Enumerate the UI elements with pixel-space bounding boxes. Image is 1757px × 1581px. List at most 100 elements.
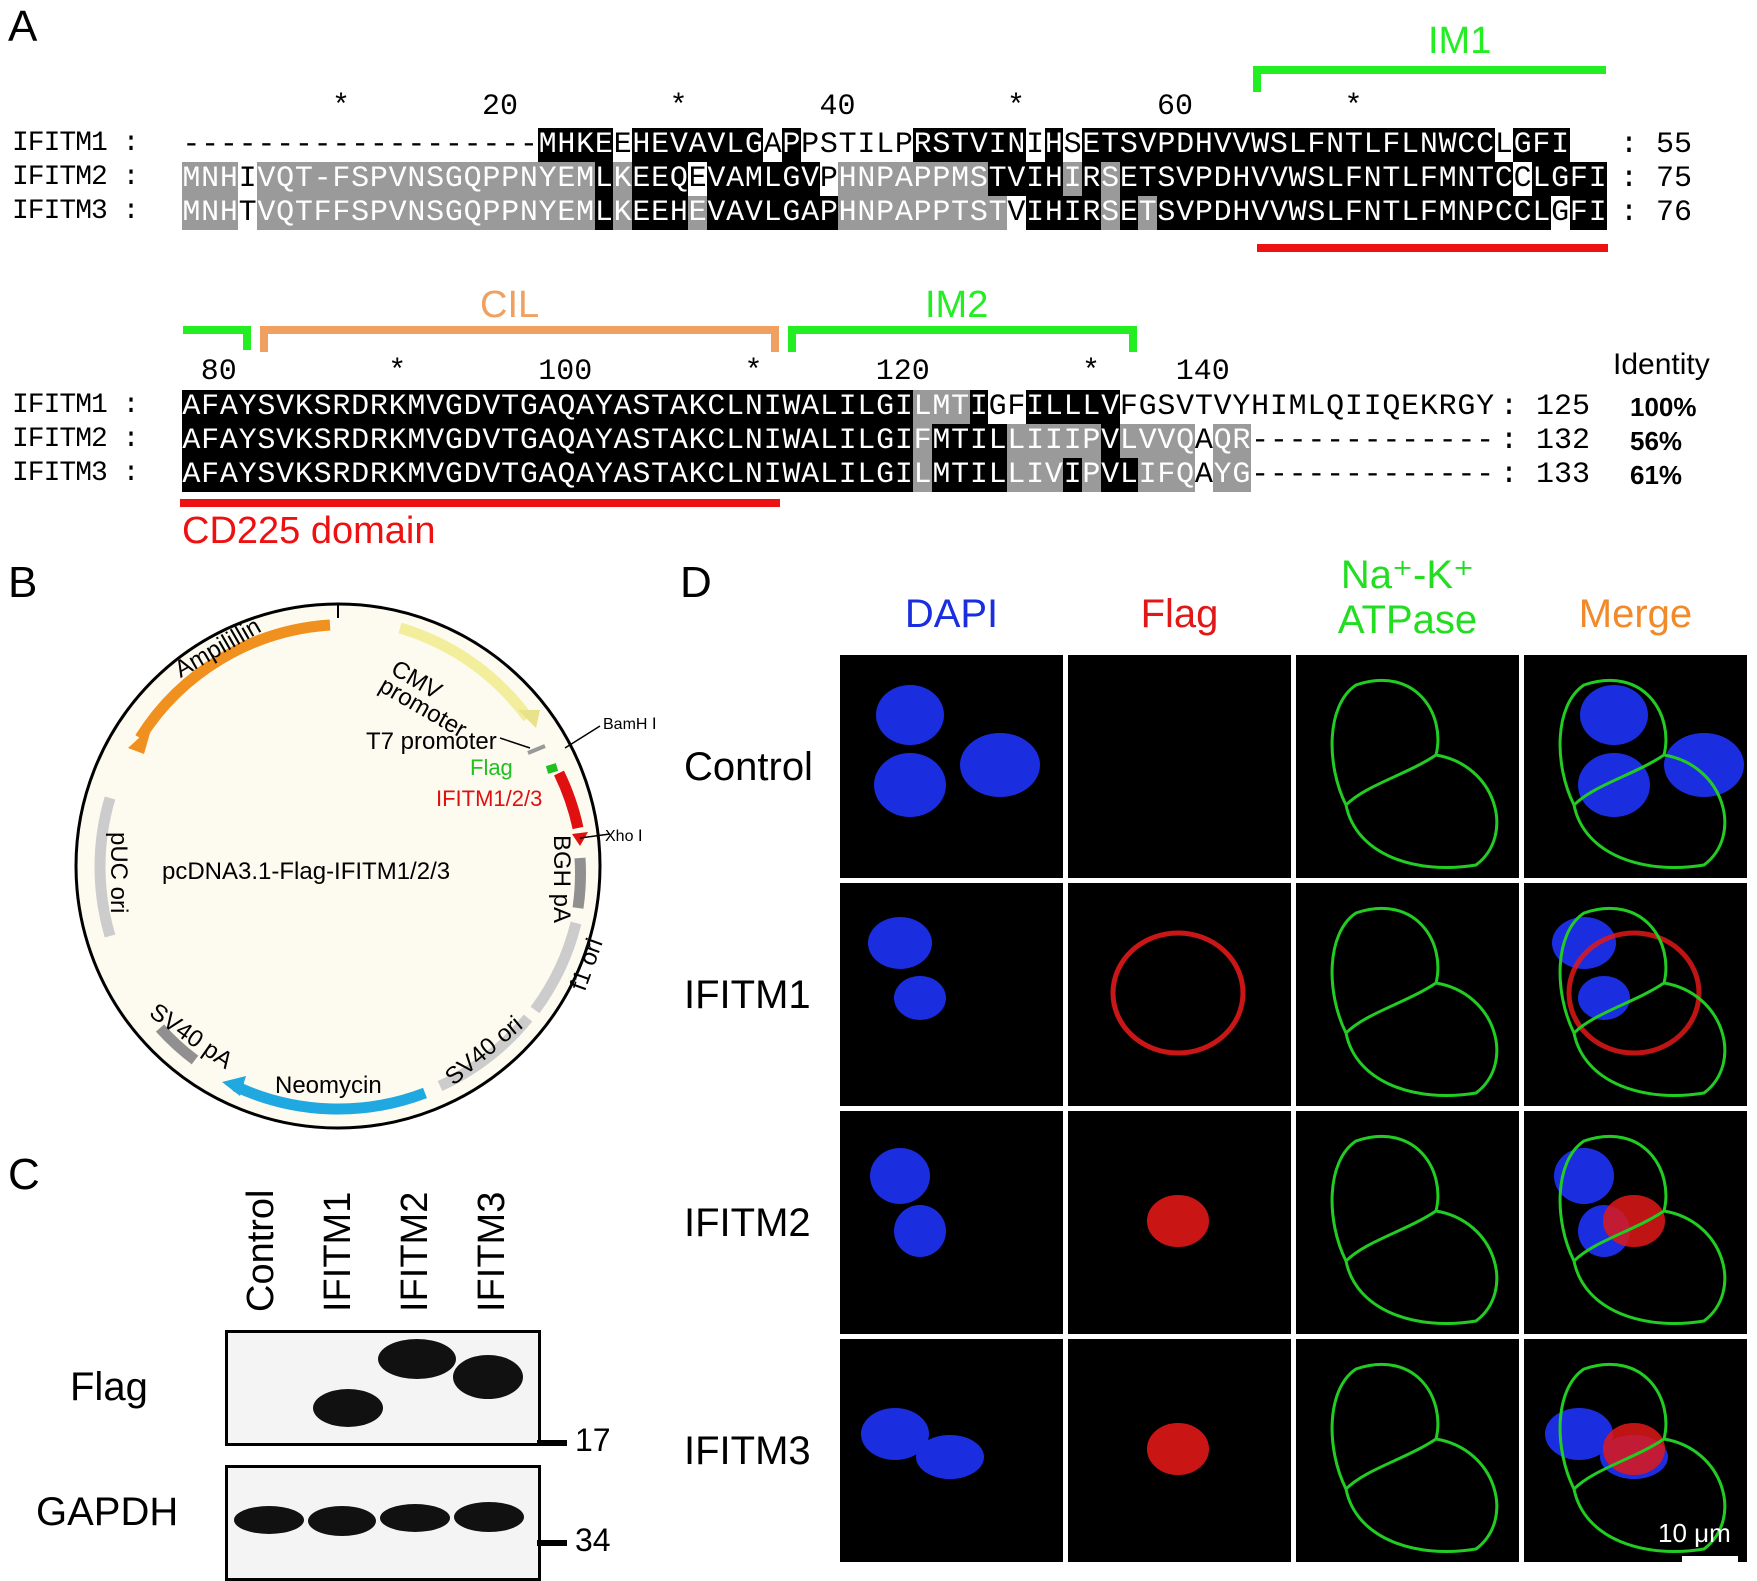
channel-label: DAPI [904,592,999,636]
micrograph-panel [1524,1339,1747,1562]
ifitm-label: IFITM1/2/3 [436,786,543,811]
ruler-mark: 20 [482,90,519,124]
sequence-name: IFITM2 : [12,162,139,193]
sequence-end-number: : 75 [1620,162,1693,196]
t7-label: T7 promoter [366,728,497,755]
identity-value: 61% [1630,460,1683,490]
t7-mark [527,744,546,755]
lane-label: IFITM3 [471,1191,513,1312]
plasmid-name: pcDNA3.1-Flag-IFITM1/2/3 [162,858,451,885]
micrograph-panel [1296,1111,1519,1334]
bamh-leader [564,725,601,749]
sequence-end-number: : 55 [1620,128,1693,162]
puc-label: pUC ori [105,832,132,914]
ruler-mark: * [1082,355,1101,389]
micrograph-panel [840,883,1063,1106]
im2-bracket [788,326,1137,352]
domain-brackets [180,66,1608,507]
channel-label: Flag [1140,592,1219,636]
identity-value: 56% [1630,426,1683,456]
ifitm-arc [554,770,584,830]
plasmid-map [74,602,611,1130]
micrograph-panel [1524,1111,1747,1334]
micrograph-panel [840,1339,1063,1562]
neomycin-arc [232,1081,427,1115]
cil-label: CIL [480,284,540,326]
sequence-name: IFITM1 : [12,128,139,159]
cd225-label: CD225 domain [182,510,436,552]
blot-row-gapdh: GAPDH [36,1490,179,1534]
micrograph-panel [1068,1111,1291,1334]
ampicillin-arrowhead [128,726,152,754]
ruler-mark: 60 [1157,90,1194,124]
ruler-mark: * [332,90,351,124]
micrograph-panel [1068,883,1291,1106]
sequence-end-number: : 132 [1500,424,1591,458]
marker-34: 34 [575,1522,611,1558]
ruler-mark: 40 [819,90,856,124]
ruler-mark: 80 [200,355,237,389]
sequence-end-number: : 76 [1620,196,1693,230]
puc-arc [94,796,116,938]
sequence-name: IFITM3 : [12,458,139,489]
condition-label: Control [684,745,813,789]
blot-row-flag: Flag [70,1365,148,1409]
ampicillin-arc [135,619,331,741]
sv40ori-arc [437,1014,533,1092]
flag-label: Flag [470,755,513,780]
f1-arc [530,921,582,1014]
panel-label-a: A [8,2,38,51]
scale-bar-label: 10 μm [1658,1518,1731,1548]
ruler-mark: 100 [538,355,593,389]
ifitm-arrowhead [572,832,588,846]
sequence-name: IFITM2 : [12,424,139,455]
marker-17: 17 [575,1422,611,1458]
panel-label-d: D [680,558,712,607]
band-ifitm3-flag [453,1355,523,1399]
neomycin-label: Neomycin [275,1072,382,1099]
flag-mark [545,763,559,774]
cil-bracket [260,326,779,352]
ruler-mark: * [1344,90,1363,124]
xho-leader [579,833,611,839]
im1-bracket-cont [183,326,251,350]
cmv-arrowhead [518,710,540,728]
gapdh-blot [225,1465,541,1581]
identity-header: Identity [1613,348,1710,381]
im1-bracket [1253,66,1606,92]
micrograph-panel [1296,655,1519,878]
bamh-label: BamH Ⅰ [603,716,657,733]
channel-header: DAPI [840,592,1063,637]
micrograph-panel [840,1111,1063,1334]
micrograph-panel [1524,883,1747,1106]
ruler-mark: * [744,355,763,389]
micrograph-panel [840,655,1063,878]
band-ifitm1-flag [313,1389,383,1427]
lane-label: Control [240,1189,282,1313]
xho-label: Xho Ⅰ [605,828,643,845]
marker-tick-34 [537,1540,567,1546]
sequence-name: IFITM1 : [12,390,139,421]
im2-label: IM2 [925,284,989,326]
micrograph-panel [1296,1339,1519,1562]
im1-label: IM1 [1428,20,1492,62]
band-ifitm2-flag [378,1339,456,1379]
channel-header: Na⁺-K⁺ATPase [1296,552,1519,643]
bgh-arc [572,857,586,909]
condition-label: IFITM3 [684,1429,811,1473]
sequence-name: IFITM3 : [12,196,139,227]
identity-value: 100% [1630,392,1697,422]
band-control-gapdh [234,1506,304,1534]
micrograph-panel [1068,1339,1291,1562]
ruler-mark: * [1007,90,1026,124]
condition-label: IFITM2 [684,1201,811,1245]
ruler-mark: * [388,355,407,389]
scale-bar [1682,1556,1738,1562]
micrograph-panel [1068,655,1291,878]
flag-blot [225,1330,541,1446]
bgh-label: BGH pA [548,835,575,924]
sequence-end-number: : 125 [1500,390,1591,424]
t7-leader [499,737,531,749]
